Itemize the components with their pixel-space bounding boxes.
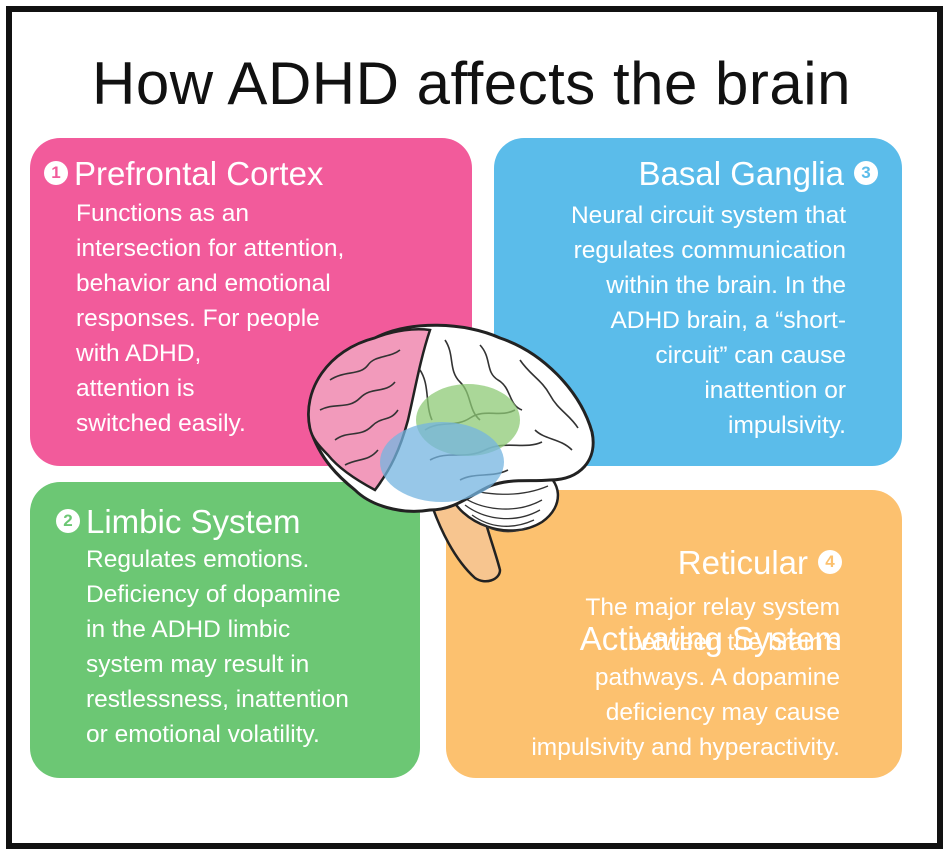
basal-ganglia-description: Neural circuit system that regulates com… <box>570 202 846 439</box>
basal-ganglia-card: Basal Ganglia 3 Neural circuit system tha… <box>494 138 902 466</box>
limbic-system-title: Limbic System <box>86 503 301 540</box>
prefrontal-cortex-title: Prefrontal Cortex <box>74 155 324 192</box>
number-badge-1: 1 <box>44 161 68 186</box>
reticular-activating-system-card: Reticular 4 Activating System The major r… <box>446 490 902 778</box>
prefrontal-cortex-description: Functions as an intersection for attenti… <box>76 200 345 437</box>
brain-illustration <box>307 323 595 583</box>
number-badge-4: 4 <box>818 550 842 575</box>
basal-ganglia-title: Basal Ganglia <box>638 155 844 192</box>
number-badge-3: 3 <box>854 161 878 186</box>
limbic-system-description: Regulates emotions. Deficiency of dopami… <box>86 546 349 748</box>
page-title: How ADHD affects the brain <box>92 50 851 117</box>
reticular-activating-system-heading: Reticular 4 Activating System <box>580 506 842 658</box>
basal-ganglia-heading: Basal Ganglia 3 <box>639 154 878 194</box>
number-badge-2: 2 <box>56 509 80 534</box>
frontal-lobe-highlight <box>307 328 432 492</box>
basal-ganglia-region-highlight <box>380 422 504 502</box>
reticular-activating-system-description: The major relay system between the brain… <box>531 594 840 761</box>
reticular-title-line1: Reticular <box>677 544 808 581</box>
reticular-title-line2: Activating System <box>579 620 842 657</box>
